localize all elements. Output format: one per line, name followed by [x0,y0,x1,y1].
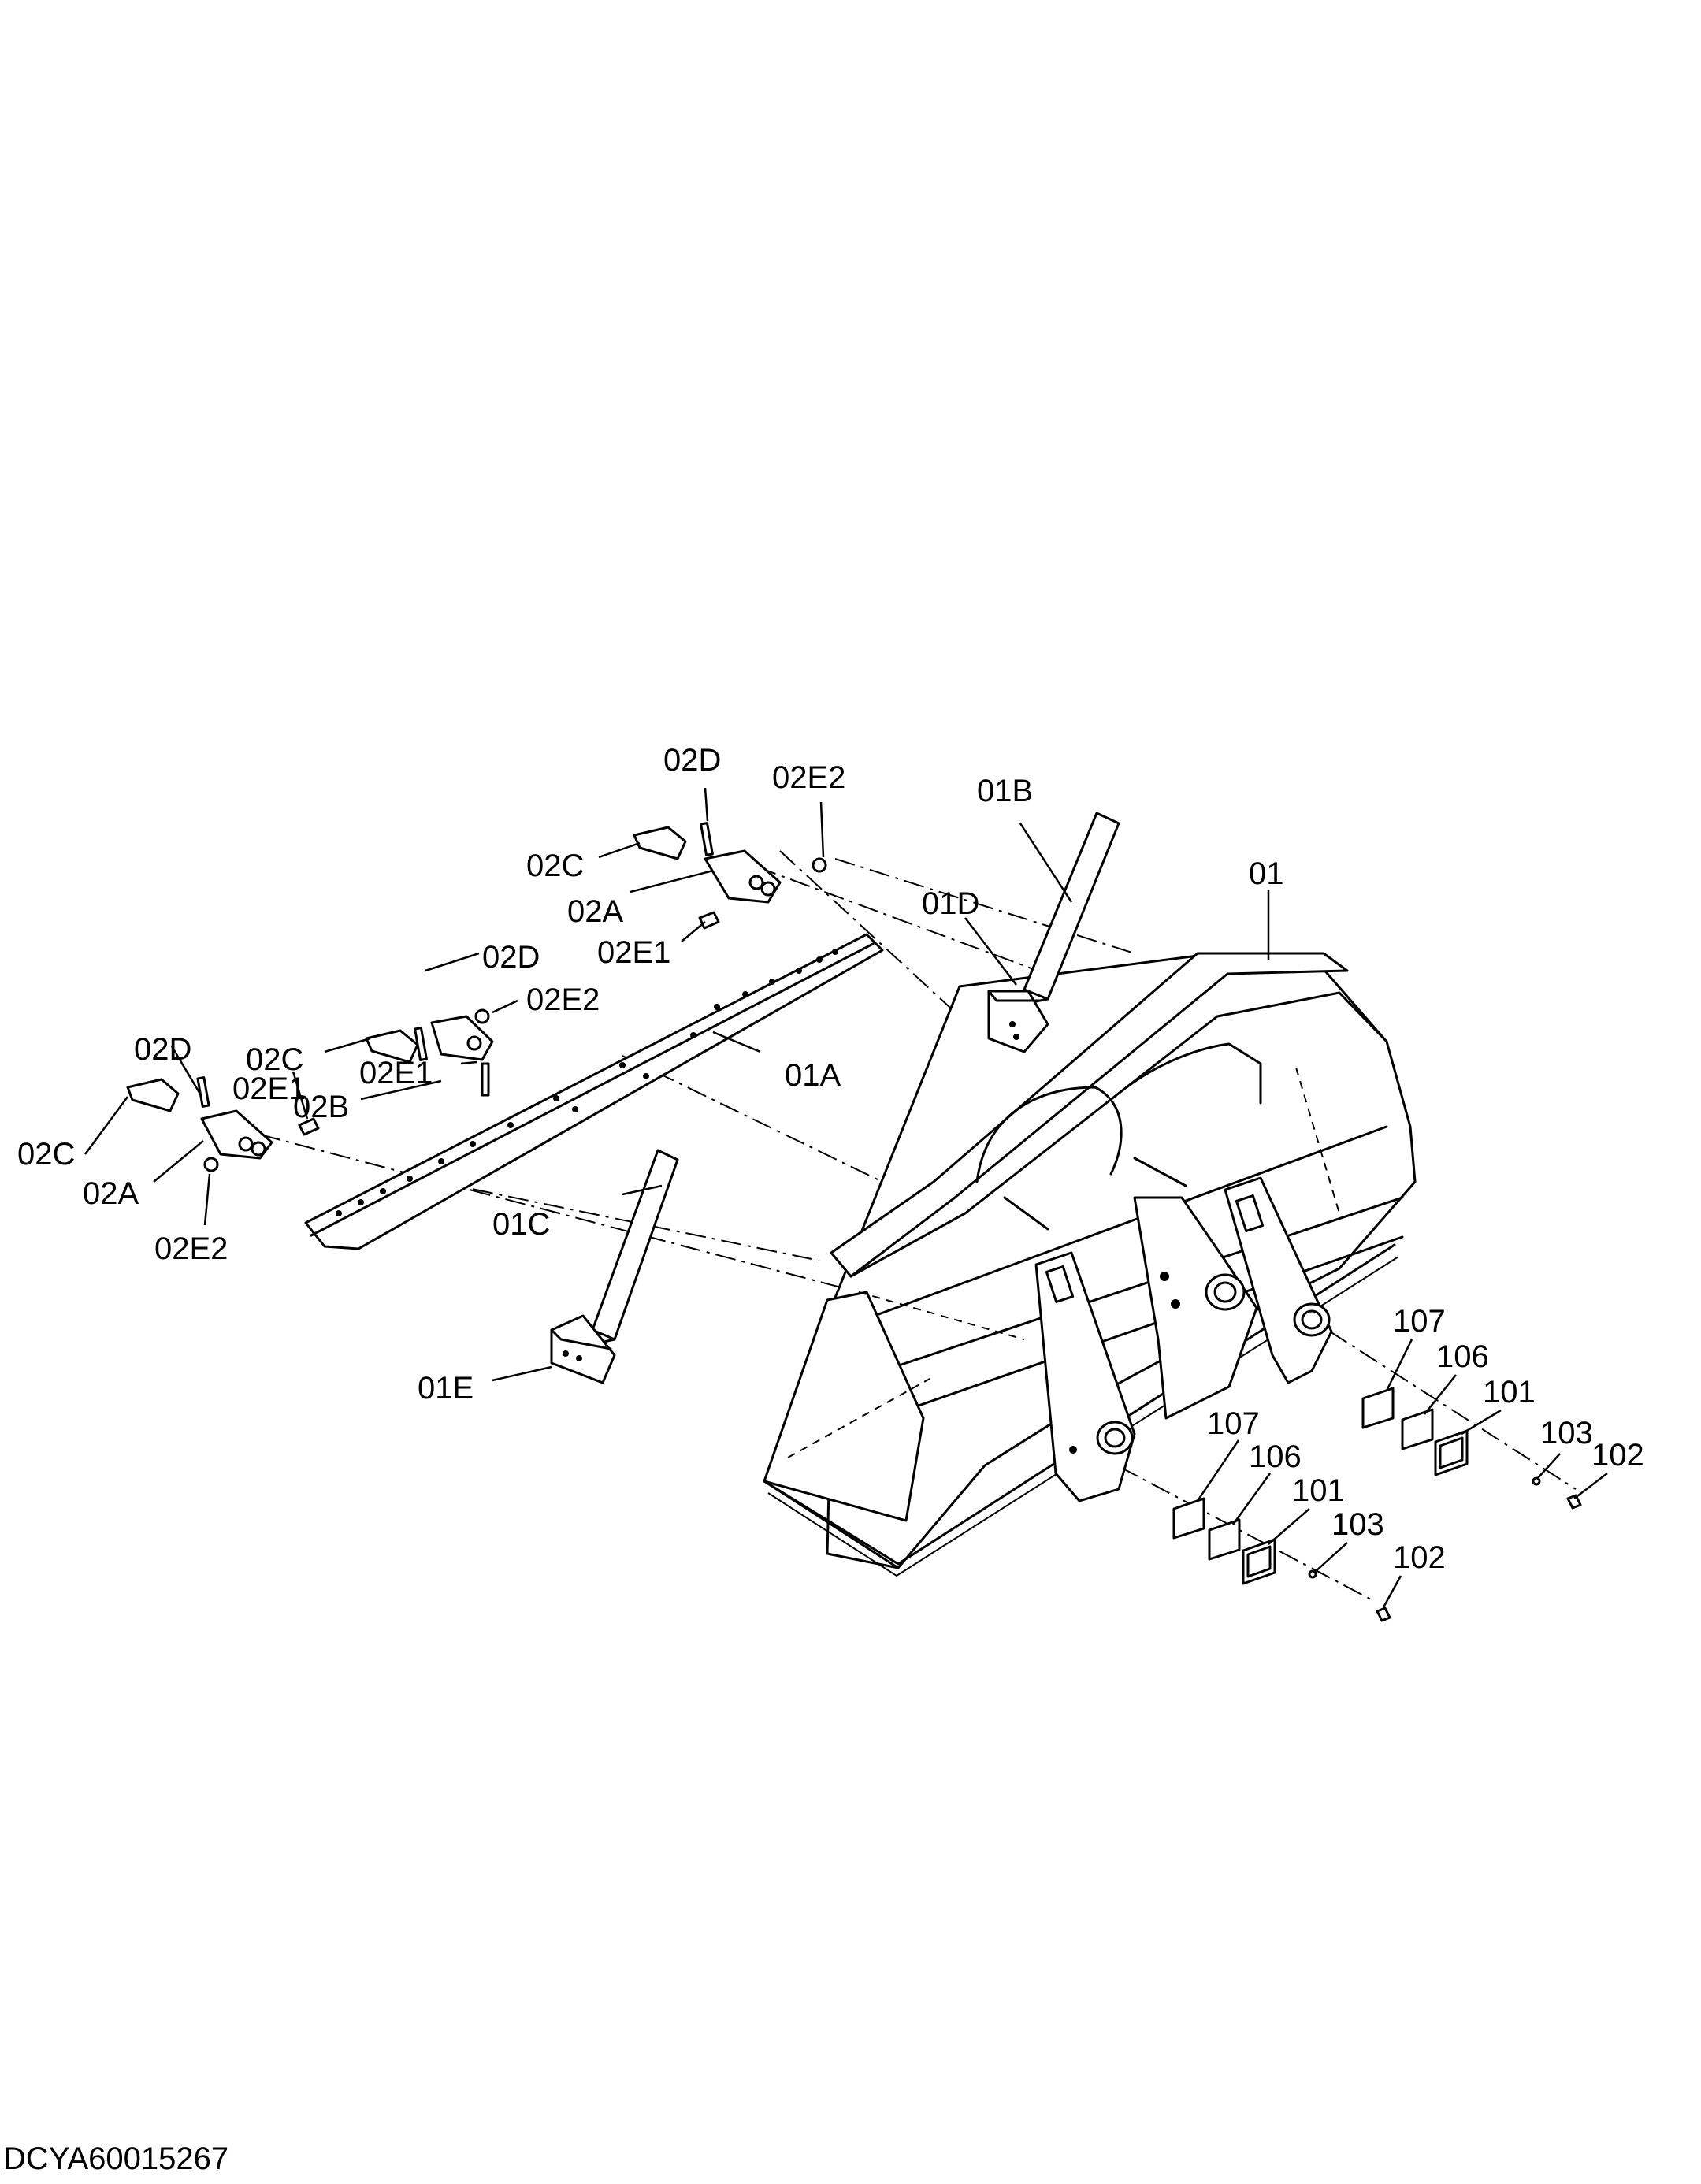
label-02C-left: 02C [17,1137,75,1172]
label-106-right: 106 [1436,1339,1489,1374]
part-labels: 01 01A 01B 01C 01D 01E 02D 02E2 02C 02A … [17,743,1644,1575]
label-02E1-mid: 02E1 [359,1056,433,1090]
leader-lines [84,787,1608,1608]
tooth-point-02C-mid [365,1029,419,1064]
label-101-left: 101 [1292,1473,1345,1508]
label-107-left: 107 [1207,1406,1260,1441]
tooth-set-middle [365,1008,494,1097]
tooth-point-02C-left [126,1078,180,1112]
end-bit-01E [550,1314,616,1384]
shim-106-left [1208,1518,1241,1561]
label-107-right: 107 [1393,1304,1446,1339]
label-02E1-left: 02E1 [232,1072,306,1106]
bolt-102-right [1566,1494,1582,1510]
label-02A-top: 02A [567,894,623,929]
pin-02D-top [700,822,714,856]
label-02D-left: 02D [134,1032,191,1067]
washer-103-right [1532,1476,1541,1486]
shim-106-right [1401,1408,1434,1450]
side-cutter-01C [591,1149,679,1344]
nut-02E2-mid [474,1008,490,1024]
bucket-body [763,952,1417,1577]
label-02E1-top: 02E1 [597,935,670,970]
label-102-right: 102 [1591,1438,1644,1473]
plate-101-right [1434,1429,1469,1476]
nut-02E2-top [812,857,827,873]
end-bit-01D [987,990,1049,1053]
label-02D-top: 02D [663,743,721,778]
tooth-set-left [126,1076,320,1172]
adapter-02A-left [200,1109,273,1160]
label-01E: 01E [418,1371,474,1406]
pin-02D-mid [414,1027,428,1061]
drawing-code: DCYA60015267 [3,2141,229,2176]
tooth-point-02C-top [633,826,687,860]
label-02E2-left: 02E2 [154,1231,228,1266]
tooth-set-top [633,822,827,930]
label-02B: 02B [293,1090,349,1124]
label-106-left: 106 [1249,1439,1302,1474]
shim-107-left [1172,1497,1205,1540]
label-01: 01 [1249,856,1284,891]
shim-107-right [1361,1387,1395,1429]
label-02E2-top: 02E2 [772,760,845,795]
label-101-right: 101 [1483,1375,1536,1410]
bolt-02E1-top [698,911,720,930]
label-02E2-mid: 02E2 [526,982,600,1017]
nut-02E2-left [203,1157,219,1172]
bolt-02E1-left [298,1117,320,1136]
label-01C: 01C [492,1207,550,1242]
label-103-right: 103 [1540,1416,1593,1450]
bolt-02E1-mid [481,1062,490,1097]
label-102-left: 102 [1393,1540,1446,1575]
cutting-edge-01A [304,933,884,1250]
label-02A-left: 02A [83,1176,139,1211]
label-02C-mid: 02C [246,1042,303,1077]
label-02C-top: 02C [526,849,584,883]
mount-hardware-left [1172,1497,1391,1622]
bolt-102-left [1376,1606,1391,1622]
label-01B: 01B [977,774,1033,808]
label-01A: 01A [785,1058,841,1093]
plate-101-left [1242,1538,1276,1585]
label-02D-mid: 02D [482,940,540,975]
mount-hardware-right [1361,1387,1582,1510]
label-01D: 01D [922,886,979,921]
label-103-left: 103 [1331,1507,1384,1542]
